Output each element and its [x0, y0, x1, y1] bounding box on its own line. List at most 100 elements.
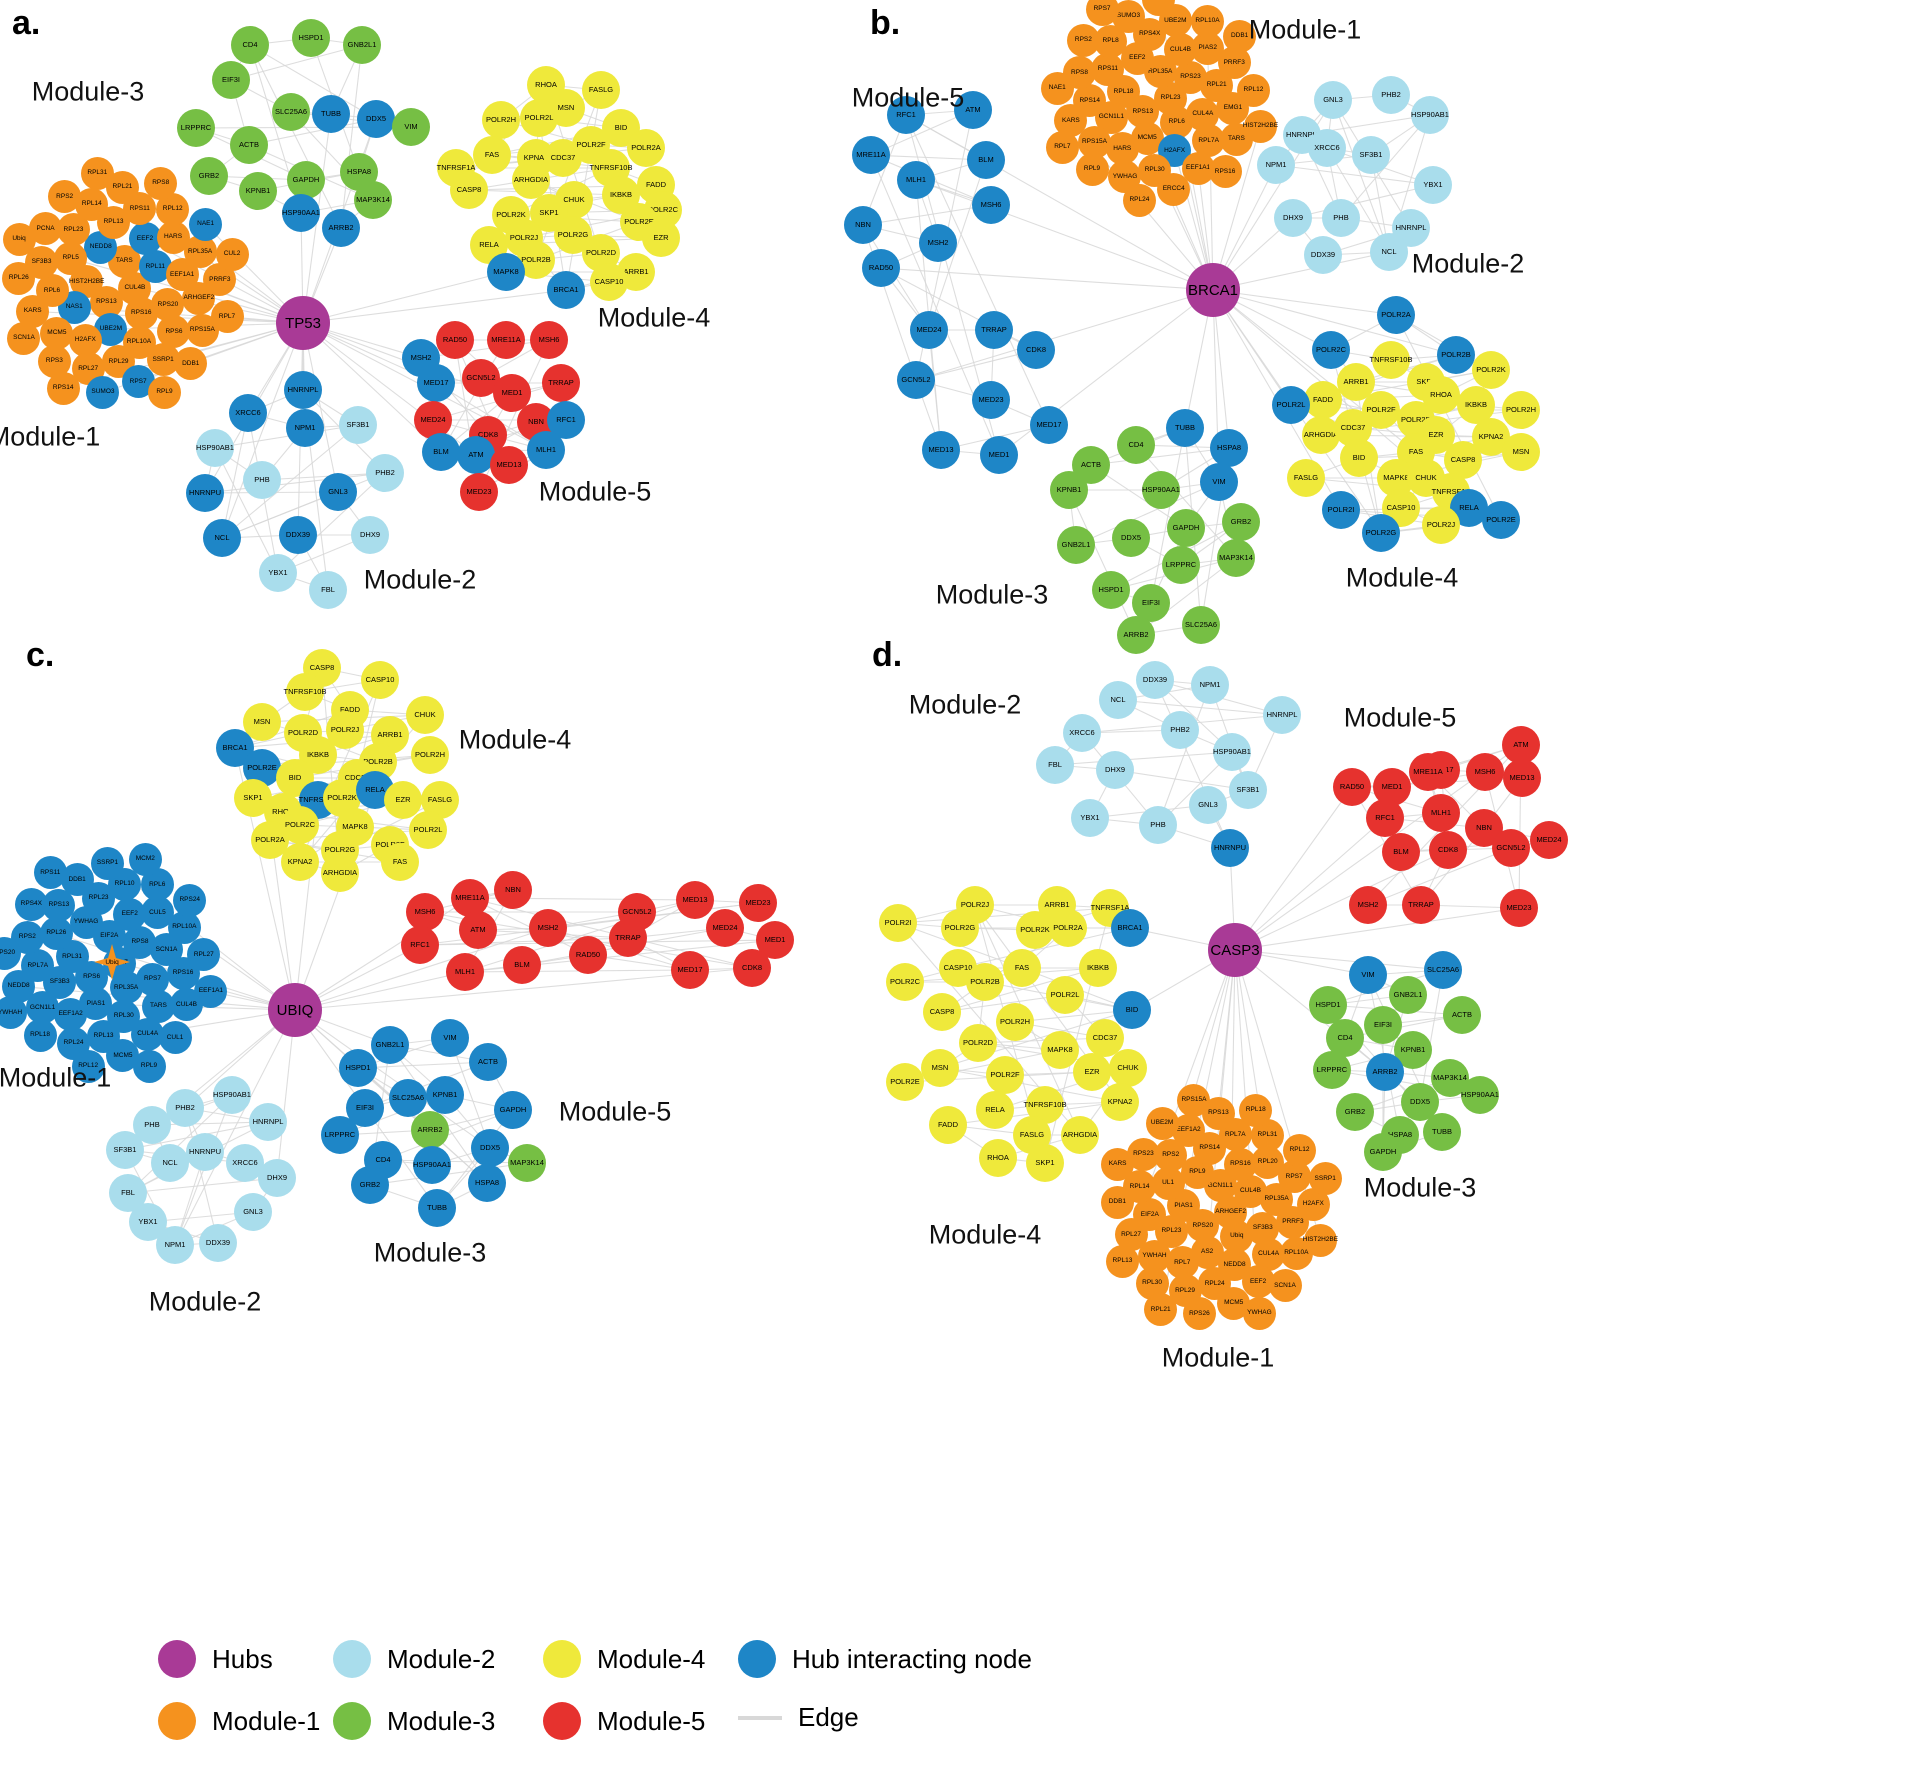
hub-node-ubiq[interactable]: UBIQ [268, 983, 322, 1037]
node-hspd1[interactable]: HSPD1 [1309, 986, 1347, 1024]
node-grb2[interactable]: GRB2 [190, 157, 228, 195]
node-polr2e[interactable]: POLR2E [886, 1063, 924, 1101]
node-rpl35a[interactable]: RPL35A [183, 235, 217, 269]
node-nbn[interactable]: NBN [494, 871, 532, 909]
node-hsp90aa1[interactable]: HSP90AA1 [1142, 471, 1180, 509]
node-scn1a[interactable]: SCN1A [1268, 1269, 1302, 1303]
node-sf3b1[interactable]: SF3B1 [1229, 771, 1267, 809]
node-rpl24[interactable]: RPL24 [1122, 183, 1156, 217]
node-phb2[interactable]: PHB2 [1372, 76, 1410, 114]
node-phb[interactable]: PHB [243, 461, 281, 499]
node-tubb[interactable]: TUBB [312, 95, 350, 133]
node-tnfrsf10b[interactable]: TNFRSF10B [1370, 341, 1412, 379]
node-blm[interactable]: BLM [967, 141, 1005, 179]
node-med23[interactable]: MED23 [739, 884, 777, 922]
node-bid[interactable]: BID [1113, 991, 1151, 1029]
node-casp8[interactable]: CASP8 [923, 993, 961, 1031]
node-ezr[interactable]: EZR [384, 781, 422, 819]
node-polr2g[interactable]: POLR2G [1362, 514, 1400, 552]
node-mre11a[interactable]: MRE11A [1409, 753, 1447, 791]
node-polr2k[interactable]: POLR2K [323, 779, 361, 817]
node-rpl9[interactable]: RPL9 [147, 375, 181, 409]
node-hsp90ab1[interactable]: HSP90AB1 [1411, 96, 1449, 134]
node-rfc1[interactable]: RFC1 [401, 926, 439, 964]
node-polr2a[interactable]: POLR2A [1049, 909, 1087, 947]
node-rad50[interactable]: RAD50 [1333, 768, 1371, 806]
node-hspa8[interactable]: HSPA8 [468, 1164, 506, 1202]
node-rpl5[interactable]: RPL5 [54, 241, 88, 275]
node-actb[interactable]: ACTB [469, 1043, 507, 1081]
node-rpl18[interactable]: RPL18 [1239, 1093, 1273, 1127]
node-xrcc6[interactable]: XRCC6 [1308, 129, 1346, 167]
node-med17[interactable]: MED17 [1030, 406, 1068, 444]
node-grb2[interactable]: GRB2 [1336, 1093, 1374, 1131]
node-sf3b1[interactable]: SF3B1 [1352, 136, 1390, 174]
node-gcn5l2[interactable]: GCN5L2 [1492, 829, 1530, 867]
node-polr2c[interactable]: POLR2C [1312, 331, 1350, 369]
node-polr2f[interactable]: POLR2F [986, 1056, 1024, 1094]
node-ikbkb[interactable]: IKBKB [1457, 386, 1495, 424]
node-slc25a6[interactable]: SLC25A6 [1182, 606, 1220, 644]
node-sumo3[interactable]: SUMO3 [86, 376, 120, 410]
node-fadd[interactable]: FADD [1304, 381, 1342, 419]
node-polr2a[interactable]: POLR2A [627, 129, 665, 167]
node-tubb[interactable]: TUBB [1166, 409, 1204, 447]
node-polr2d[interactable]: POLR2D [959, 1024, 997, 1062]
node-ncl[interactable]: NCL [1099, 681, 1137, 719]
node-ncl[interactable]: NCL [203, 519, 241, 557]
node-mlh1[interactable]: MLH1 [897, 161, 935, 199]
node-gapdh[interactable]: GAPDH [494, 1091, 532, 1129]
node-ncl[interactable]: NCL [1370, 233, 1408, 271]
node-ddb1[interactable]: DDB1 [1100, 1186, 1134, 1220]
node-map3k14[interactable]: MAP3K14 [508, 1144, 546, 1182]
node-mlh1[interactable]: MLH1 [1422, 794, 1460, 832]
node-rpl27[interactable]: RPL27 [187, 938, 221, 972]
node-arrb2[interactable]: ARRB2 [322, 209, 360, 247]
hub-node-tp53[interactable]: TP53 [276, 296, 330, 350]
node-polr2k[interactable]: POLR2K [1472, 351, 1510, 389]
node-polr2h[interactable]: POLR2H [996, 1003, 1034, 1041]
node-slc25a6[interactable]: SLC25A6 [389, 1079, 427, 1117]
node-ddx5[interactable]: DDX5 [471, 1129, 509, 1167]
node-npm1[interactable]: NPM1 [1257, 146, 1295, 184]
node-gapdh[interactable]: GAPDH [287, 161, 325, 199]
node-ddx39[interactable]: DDX39 [199, 1224, 237, 1262]
node-atm[interactable]: ATM [1502, 726, 1540, 764]
node-nae1[interactable]: NAE1 [189, 208, 223, 241]
node-med1[interactable]: MED1 [980, 436, 1018, 474]
node-blm[interactable]: BLM [503, 946, 541, 984]
node-vim[interactable]: VIM [392, 108, 430, 146]
node-casp10[interactable]: CASP10 [590, 263, 628, 301]
node-arhgdia[interactable]: ARHGDIA [321, 854, 359, 892]
node-cdk8[interactable]: CDK8 [733, 949, 771, 987]
node-hspa8[interactable]: HSPA8 [1210, 429, 1248, 467]
node-dhx9[interactable]: DHX9 [258, 1159, 296, 1197]
node-bid[interactable]: BID [1340, 439, 1378, 477]
node-med24[interactable]: MED24 [706, 909, 744, 947]
node-rps6[interactable]: RPS6 [157, 315, 191, 349]
node-hspd1[interactable]: HSPD1 [339, 1049, 377, 1087]
node-kpnb1[interactable]: KPNB1 [239, 172, 277, 210]
node-polr2g[interactable]: POLR2G [941, 909, 979, 947]
hub-node-brca1[interactable]: BRCA1 [1186, 263, 1240, 317]
node-hist2h2be[interactable]: HIST2H2BE [1243, 109, 1278, 143]
node-eef1a2[interactable]: EEF1A2 [54, 998, 88, 1032]
node-rpl12[interactable]: RPL12 [1236, 73, 1270, 107]
node-rela[interactable]: RELA [976, 1091, 1014, 1129]
node-casp8[interactable]: CASP8 [1444, 441, 1482, 479]
node-hnrnpu[interactable]: HNRNPU [1211, 829, 1249, 867]
node-eef2[interactable]: EEF2 [128, 222, 162, 256]
node-xrcc6[interactable]: XRCC6 [229, 394, 267, 432]
node-msh6[interactable]: MSH6 [530, 321, 568, 359]
node-cul5[interactable]: CUL5 [1141, 0, 1175, 17]
node-cd4[interactable]: CD4 [231, 26, 269, 64]
node-npm1[interactable]: NPM1 [286, 409, 324, 447]
node-h2afx[interactable]: H2AFX [68, 323, 102, 357]
node-arhgdia[interactable]: ARHGDIA [1302, 416, 1340, 454]
node-arrb2[interactable]: ARRB2 [1366, 1053, 1404, 1091]
node-nae1[interactable]: NAE1 [1040, 72, 1074, 106]
node-med24[interactable]: MED24 [414, 401, 452, 439]
node-rps11[interactable]: RPS11 [1091, 52, 1125, 86]
node-eif3i[interactable]: EIF3I [346, 1089, 384, 1127]
node-lrpprc[interactable]: LRPPRC [177, 109, 215, 147]
